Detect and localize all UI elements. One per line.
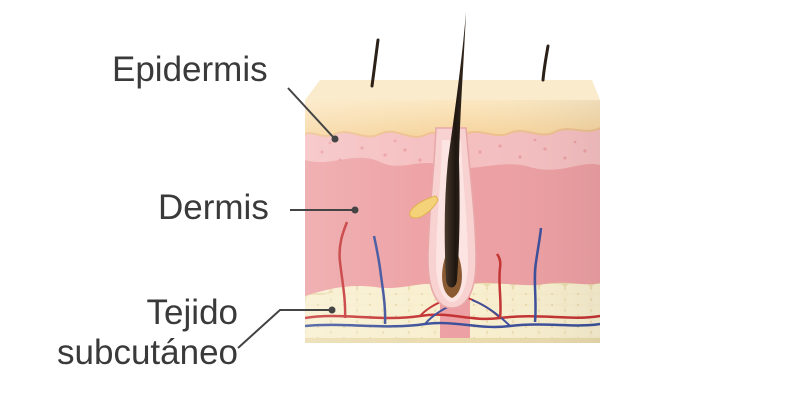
- hair-shaft: [444, 12, 466, 288]
- epidermis-leader-line: [287, 87, 335, 139]
- epidermis-label: Epidermis: [112, 50, 268, 89]
- dermis-label: Dermis: [158, 188, 269, 227]
- subcutaneous-label-line1: Tejido: [146, 293, 238, 332]
- subcutaneous-label: Tejido subcutáneo: [38, 293, 238, 373]
- small-hair-right: [541, 44, 550, 82]
- hair-follicle: [409, 12, 477, 309]
- epidermis-leader-dot: [331, 135, 339, 143]
- sebaceous-gland: [409, 195, 439, 219]
- subcutaneous-leader-dot: [328, 306, 336, 314]
- dermis-leader-dot: [351, 206, 359, 214]
- subcutaneous-leader-line: [237, 309, 330, 349]
- subcutaneous-label-line2: subcutáneo: [57, 333, 238, 372]
- epidermis-top-face: [305, 80, 600, 100]
- small-hair-left: [370, 38, 380, 88]
